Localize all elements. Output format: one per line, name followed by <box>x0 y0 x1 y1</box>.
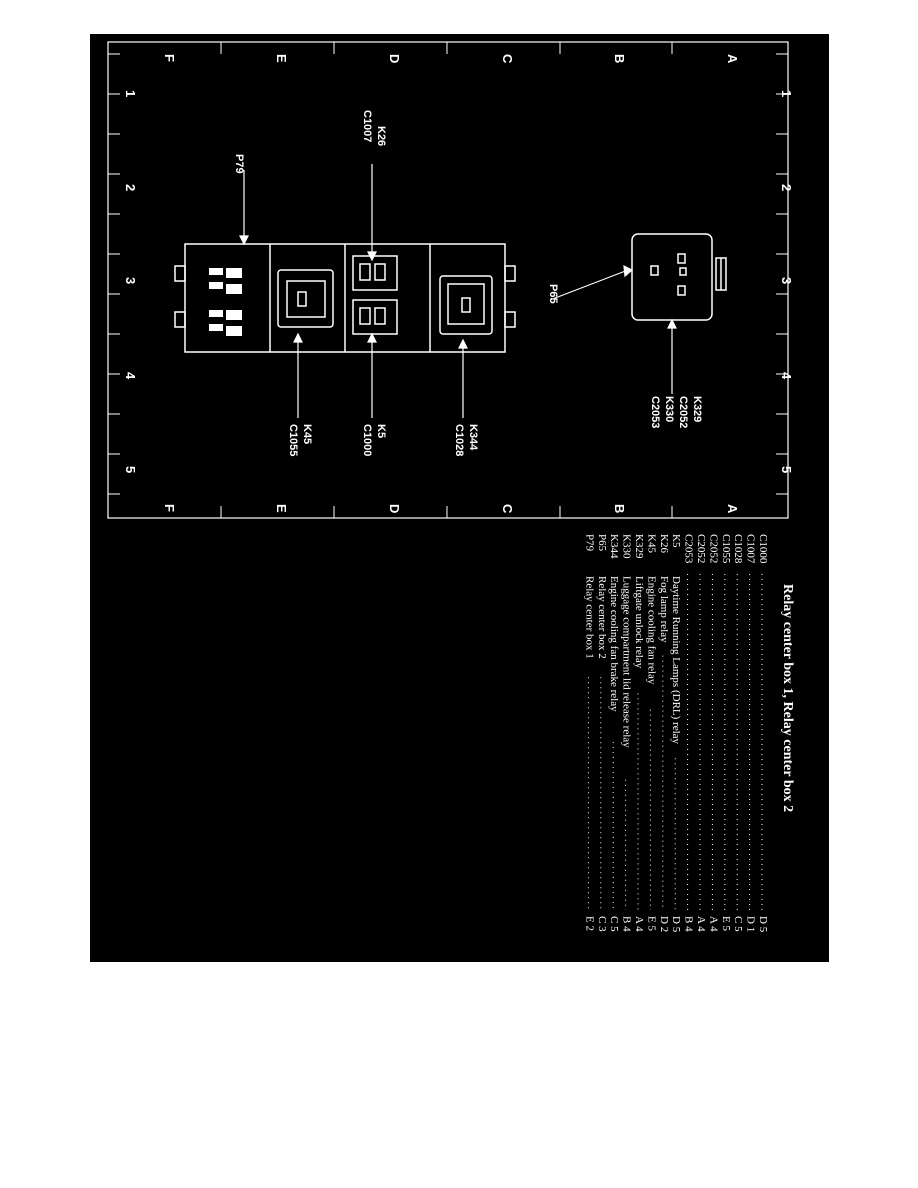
legend-code: K5 <box>670 534 682 548</box>
grid-row-c-top: C <box>500 54 515 64</box>
grid-row-d-bottom: D <box>387 504 402 513</box>
legend-desc: Engine cooling fan brake relay <box>608 576 620 712</box>
grid-col-4-left: 4 <box>123 372 138 380</box>
grid-col-3-right: 3 <box>779 277 794 284</box>
legend-title: Relay center box 1, Relay center box 2 <box>780 584 795 812</box>
legend-loc: D 2 <box>658 916 670 932</box>
grid-row-a-bottom: A <box>725 504 740 514</box>
legend-code: K26 <box>658 534 670 553</box>
relay-box-1 <box>174 243 516 353</box>
legend-row: C1055 E 5 <box>720 534 732 931</box>
legend-loc: D 5 <box>757 916 769 933</box>
legend-code: C1007 <box>745 534 757 564</box>
legend-loc: A 4 <box>695 916 707 932</box>
legend-desc: Luggage compartment lid release relay <box>621 576 633 748</box>
legend-desc: Engine cooling fan relay <box>645 576 657 685</box>
legend-row: C2052 A 4 <box>707 534 719 932</box>
callout-k26: K26 <box>375 126 387 146</box>
callout-c2053: C2053 <box>649 396 661 428</box>
legend-desc: Liftgate unlock relay <box>633 576 645 669</box>
grid-col-3-left: 3 <box>123 277 138 284</box>
legend-loc: D 5 <box>670 916 682 933</box>
grid-row-e-top: E <box>274 54 289 63</box>
callout-arrows <box>239 164 677 418</box>
legend-code: C2053 <box>683 534 695 564</box>
legend-code: K330 <box>621 534 633 559</box>
legend-code: P65 <box>596 534 608 552</box>
legend-loc: E 5 <box>645 916 657 931</box>
legend-loc: A 4 <box>633 916 645 932</box>
grid-col-2-right: 2 <box>779 184 794 191</box>
callout-k344: K344 <box>467 424 479 451</box>
legend-loc: A 4 <box>707 916 719 932</box>
grid-col-1-left: 1 <box>123 90 138 97</box>
grid-col-5-right: 5 <box>779 466 794 473</box>
legend-code: K45 <box>645 534 657 553</box>
callout-c2052: C2052 <box>677 396 689 428</box>
legend-loc: C 5 <box>732 916 744 932</box>
legend-row: C2053 B 4 <box>683 534 695 932</box>
legend-desc: Relay center box 2 <box>596 576 608 659</box>
legend-loc: E 5 <box>720 916 732 931</box>
legend-loc: C 3 <box>596 916 608 932</box>
relay-box-2 <box>631 233 727 321</box>
legend-loc: E 2 <box>583 916 595 931</box>
legend-code: K344 <box>608 534 620 559</box>
legend: Relay center box 1, Relay center box 2 C… <box>583 534 795 933</box>
callout-k45: K45 <box>301 424 313 444</box>
legend-code: C1055 <box>720 534 732 564</box>
grid-row-b-top: B <box>612 54 627 63</box>
legend-desc: Fog lamp relay <box>658 576 670 643</box>
callout-k330: K330 <box>663 396 675 422</box>
legend-loc: C 5 <box>608 916 620 932</box>
legend-code: C2052 <box>695 534 707 563</box>
legend-desc: Relay center box 1 <box>583 576 595 659</box>
legend-loc: D 1 <box>745 916 757 932</box>
grid-row-d-top: D <box>387 54 402 63</box>
diagram-frame <box>107 41 789 519</box>
legend-desc: Daytime Running Lamps (DRL) relay <box>670 576 682 745</box>
legend-code: C1000 <box>757 534 769 564</box>
legend-code: P79 <box>583 534 595 552</box>
legend-code: C2052 <box>707 534 719 563</box>
grid-col-1-right: 1 <box>779 90 794 97</box>
grid-row-a-top: A <box>725 54 740 64</box>
callout-c1055: C1055 <box>287 424 299 456</box>
callout-c1028: C1028 <box>453 424 465 456</box>
fuse-block <box>209 268 242 336</box>
callout-p65: P65 <box>547 284 559 304</box>
grid-col-4-right: 4 <box>779 372 794 380</box>
grid-col-2-left: 2 <box>123 184 138 191</box>
legend-code: C1028 <box>732 534 744 564</box>
relay-center-diagram: A A B B C C D D E E F F 1 1 2 2 3 3 4 4 5 5 <box>107 41 795 933</box>
grid-col-5-left: 5 <box>123 466 138 473</box>
callout-c1000: C1000 <box>361 424 373 456</box>
legend-row: C2052 A 4 <box>695 534 707 932</box>
legend-row: C1007 D 1 <box>745 534 757 932</box>
grid-row-f-bottom: F <box>162 504 177 512</box>
callout-p79: P79 <box>233 154 245 174</box>
callout-k5: K5 <box>375 424 387 438</box>
legend-loc: B 4 <box>683 916 695 932</box>
legend-row: C1028 C 5 <box>732 534 744 932</box>
legend-row: C1000 D 5 <box>757 534 769 933</box>
grid-row-c-bottom: C <box>500 504 515 514</box>
callout-c1007: C1007 <box>361 110 373 142</box>
diagram-panel: A A B B C C D D E E F F 1 1 2 2 3 3 4 4 5 5 <box>90 34 829 962</box>
callout-k329: K329 <box>691 396 703 422</box>
legend-code: K329 <box>633 534 645 559</box>
grid-row-e-bottom: E <box>274 504 289 513</box>
grid-row-b-bottom: B <box>612 504 627 513</box>
legend-loc: B 4 <box>621 916 633 932</box>
grid-row-f-top: F <box>162 54 177 62</box>
